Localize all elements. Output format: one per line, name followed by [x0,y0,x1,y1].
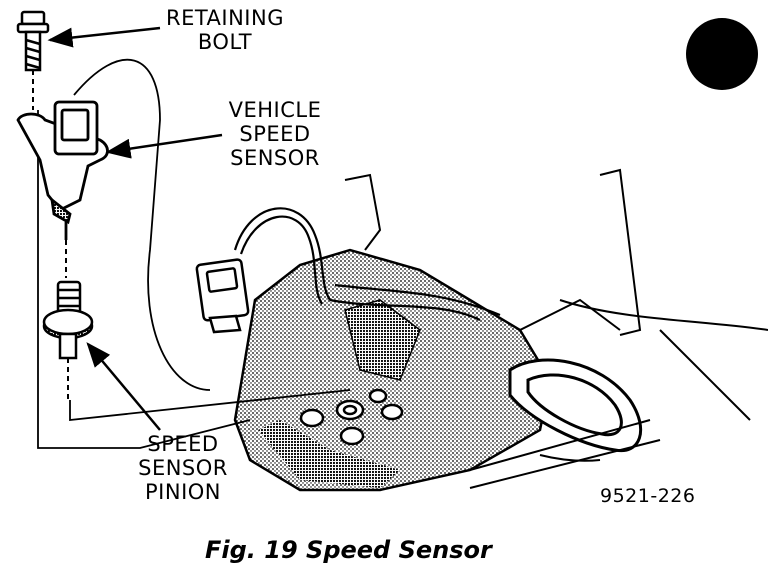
vehicle-speed-sensor [16,100,109,240]
speed-sensor-pinion-label-line-3: PINION [145,480,221,504]
vehicle-speed-sensor-label-line-1: VEHICLE [228,98,322,122]
axle-shaft [469,419,661,489]
vehicle-speed-sensor-label: VEHICLE SPEED SENSOR [215,98,335,170]
leader-retaining-bolt [47,26,161,48]
speed-sensor-pinion-label-line-2: SENSOR [138,456,228,480]
vehicle-speed-sensor-label-line-2: SPEED [239,122,311,146]
wiring-harness [233,207,501,321]
speed-sensor-pinion [42,280,94,360]
speed-sensor-pinion-label-line-1: SPEED [147,432,219,456]
page-tab-marker [686,18,758,90]
retaining-bolt [16,10,50,72]
figure-reference-number: 9521-226 [600,485,696,507]
transmission-housing [344,168,768,421]
figure-caption: Fig. 19 Speed Sensor [205,536,492,564]
sensor-bore-bosses [299,388,404,446]
case-rib [344,299,421,381]
leader-vehicle-speed-sensor [105,133,223,159]
exploded-view-guide-frame [37,110,351,449]
retaining-bolt-label: RETAINING BOLT [150,6,300,54]
exploded-view-guide-loop [73,58,211,391]
retaining-bolt-label-line-2: BOLT [197,30,253,54]
output-flange [508,358,643,453]
leader-speed-sensor-pinion [86,342,161,431]
vehicle-speed-sensor-label-line-3: SENSOR [230,146,320,170]
harness-connector [195,258,250,334]
speed-sensor-pinion-label: SPEED SENSOR PINION [128,432,238,504]
case-dark-shadow [258,420,400,488]
retaining-bolt-label-line-1: RETAINING [165,6,284,30]
